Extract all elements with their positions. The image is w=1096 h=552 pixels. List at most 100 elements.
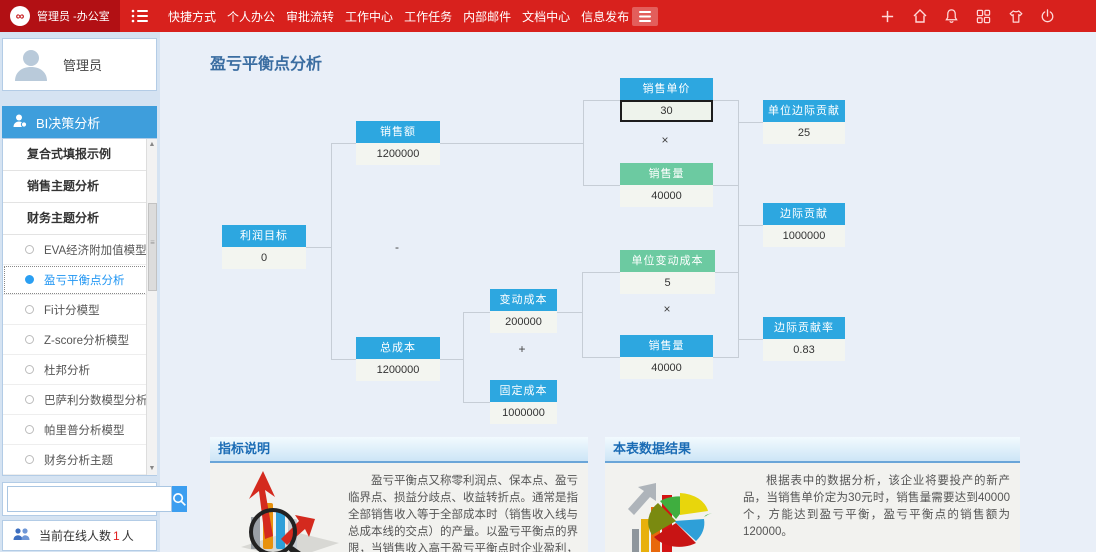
node-value: 1000000	[490, 402, 557, 424]
sidebar-item-4[interactable]: Z-score分析模型	[3, 325, 156, 355]
sidebar-category-3[interactable]: 财务主题分析	[3, 203, 156, 235]
radio-selected-icon	[25, 275, 34, 284]
sidebar-item-label: 帕里普分析模型	[44, 424, 125, 437]
scrollbar-thumb[interactable]	[148, 203, 157, 291]
section-label: BI决策分析	[36, 115, 101, 131]
nav-item-6[interactable]: 内部邮件	[463, 9, 512, 24]
node-value: 1200000	[356, 143, 440, 165]
node-label: 边际贡献率	[763, 317, 845, 339]
sidebar-item-5[interactable]: 杜邦分析	[3, 355, 156, 385]
sidebar-category-1[interactable]: 复合式填报示例	[3, 139, 156, 171]
connector-line	[713, 185, 738, 186]
node-label: 变动成本	[490, 289, 557, 311]
radio-icon	[25, 245, 34, 254]
node-label: 固定成本	[490, 380, 557, 402]
sidebar-item-label: 盈亏平衡点分析	[44, 274, 125, 287]
connector-line	[440, 143, 583, 144]
nav-item-1[interactable]: 快捷方式	[168, 9, 217, 24]
sidebar-item-8[interactable]: 财务分析主题	[3, 445, 156, 475]
panel-indicator-description: 指标说明 盈亏平衡点又称零利润点、保本点、盈亏临界点、损益分歧点、收益转折点。通…	[210, 437, 588, 552]
menu-list-icon[interactable]	[131, 9, 149, 28]
sidebar-menu: 复合式填报示例销售主题分析财务主题分析 EVA经济附加值模型盈亏平衡点分析 Fi计分…	[2, 138, 157, 476]
more-menus-button[interactable]	[632, 7, 658, 26]
nav-item-7[interactable]: 文档中心	[522, 9, 571, 24]
analyst-person-icon	[12, 113, 28, 132]
search-button[interactable]	[172, 486, 187, 512]
connector-line	[463, 312, 464, 403]
home-icon[interactable]	[911, 8, 928, 25]
node-label: 单位边际贡献	[763, 100, 845, 122]
sidebar-scrollbar[interactable]: ▲ ▼	[146, 139, 157, 475]
node-label: 销售量	[620, 163, 713, 185]
top-menu: 快捷方式个人办公审批流转工作中心工作任务内部邮件文档中心信息发布	[168, 0, 629, 32]
online-count: 1	[113, 528, 120, 543]
sidebar-search	[2, 482, 187, 516]
connector-line	[331, 359, 356, 360]
connector-line	[738, 339, 763, 340]
brand-logo-icon: ∞	[10, 6, 30, 26]
search-input[interactable]	[7, 486, 172, 512]
sidebar-item-3[interactable]: Fi计分模型	[3, 295, 156, 325]
operator-times_b: ×	[663, 302, 671, 316]
nav-item-8[interactable]: 信息发布	[581, 9, 630, 24]
scroll-down-icon[interactable]: ▼	[148, 465, 156, 472]
brand-area: ∞ 管理员 -办公室	[0, 0, 120, 32]
connector-line	[331, 143, 356, 144]
nav-item-5[interactable]: 工作任务	[404, 9, 453, 24]
node-value: 25	[763, 122, 845, 144]
connector-line	[583, 100, 620, 101]
online-suffix: 人	[121, 529, 134, 543]
pie-bar-chart-illustration	[613, 469, 741, 552]
apps-icon[interactable]	[975, 8, 992, 25]
sidebar-item-7[interactable]: 帕里普分析模型	[3, 415, 156, 445]
node-value: 1200000	[356, 359, 440, 381]
connector-line	[583, 100, 584, 186]
power-icon[interactable]	[1039, 8, 1056, 25]
radio-icon	[25, 335, 34, 344]
connector-line	[738, 100, 739, 358]
radio-icon	[25, 455, 34, 464]
nav-item-3[interactable]: 审批流转	[286, 9, 335, 24]
panel-title: 本表数据结果	[605, 437, 1020, 463]
connector-line	[713, 357, 738, 358]
connector-line	[713, 100, 738, 101]
nav-item-4[interactable]: 工作中心	[345, 9, 394, 24]
node-value: 200000	[490, 311, 557, 333]
radio-icon	[25, 425, 34, 434]
nav-item-2[interactable]: 个人办公	[227, 9, 276, 24]
connector-line	[305, 247, 332, 248]
current-user-label: 管理员 -办公室	[37, 11, 110, 23]
connector-line	[715, 272, 738, 273]
node-label: 单位变动成本	[620, 250, 715, 272]
shirt-icon[interactable]	[1007, 8, 1024, 25]
panel-data-result: 本表数据结果 根据表中的数据分析，该企业将要投产的新产品，当销售单价定为	[605, 437, 1020, 552]
node-value: 5	[620, 272, 715, 294]
panel-title: 指标说明	[210, 437, 588, 463]
sidebar-item-6[interactable]: 巴萨利分数模型分析	[3, 385, 156, 415]
connector-line	[557, 312, 582, 313]
connector-line	[582, 272, 620, 273]
connector-line	[583, 185, 620, 186]
node-value[interactable]: 30	[620, 100, 713, 122]
scroll-up-icon[interactable]: ▲	[148, 141, 156, 148]
sidebar-item-2[interactable]: 盈亏平衡点分析	[3, 265, 156, 295]
bell-icon[interactable]	[943, 8, 960, 25]
sidebar-category-2[interactable]: 销售主题分析	[3, 171, 156, 203]
sidebar-item-label: EVA经济附加值模型	[44, 244, 147, 257]
sidebar-item-label: 杜邦分析	[44, 364, 90, 377]
plus-icon[interactable]	[879, 8, 896, 25]
sidebar-item-1[interactable]: EVA经济附加值模型	[3, 235, 156, 265]
sidebar-section-bi-analysis[interactable]: BI决策分析	[2, 106, 157, 138]
node-value: 40000	[620, 185, 713, 207]
node-label: 边际贡献	[763, 203, 845, 225]
operator-times_a: ×	[661, 133, 669, 147]
